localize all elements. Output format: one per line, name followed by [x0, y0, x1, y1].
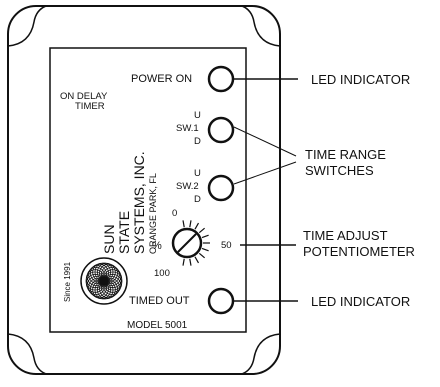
callout-time-adjust-1: TIME ADJUST	[303, 228, 388, 243]
sw2-up-label: U	[194, 168, 201, 179]
brand-line-2: STATE	[116, 211, 132, 254]
timed-out-led	[207, 287, 235, 315]
power-led	[207, 65, 235, 93]
sw2-label: SW.2	[176, 181, 199, 192]
since-label: Since 1991	[63, 261, 72, 302]
timer-label: TIMER	[75, 101, 105, 112]
power-on-label: POWER ON	[131, 73, 192, 85]
callout-led-indicator-top: LED INDICATOR	[311, 72, 410, 87]
pot-tick	[194, 256, 200, 264]
pot-tick	[201, 247, 209, 252]
sw1-down-label: D	[194, 136, 201, 147]
pot-fifty-label: 50	[221, 240, 232, 251]
sw1-up-label: U	[194, 110, 201, 121]
brand-line-1: SUN	[101, 224, 117, 254]
pot-percent-label: %	[152, 240, 162, 252]
corner-tab-top-right	[241, 5, 281, 47]
pot-hundred-label: 100	[154, 268, 170, 279]
brand-line-3: SYSTEMS, INC.	[131, 151, 147, 254]
pot-tick	[198, 252, 206, 259]
housing-outline	[7, 5, 281, 375]
sw1-switch	[207, 116, 235, 144]
callout-line-sw2	[233, 161, 297, 185]
pot-tick	[194, 222, 200, 230]
callout-led-indicator-bottom: LED INDICATOR	[311, 294, 410, 309]
sw2-switch	[207, 174, 235, 202]
pot-tick	[182, 258, 185, 266]
callout-time-adjust-2: POTENTIOMETER	[303, 244, 415, 259]
since-block: Since 1991	[63, 261, 72, 302]
sw1-label: SW.1	[176, 123, 199, 134]
pot-tick	[189, 258, 192, 266]
callout-line-sw1	[233, 126, 297, 157]
corner-tab-bottom-left	[7, 333, 47, 375]
corner-tab-bottom-right	[241, 333, 281, 375]
sw2-down-label: D	[194, 194, 201, 205]
pot-tick	[201, 234, 209, 239]
face-plate	[49, 47, 247, 333]
speaker-grille	[80, 257, 128, 305]
brand-line-4: ORANGE PARK, FL	[148, 173, 158, 254]
pot-zero-label: 0	[172, 208, 177, 219]
callout-time-range-2: SWITCHES	[305, 163, 374, 178]
brand-block: SUN STATE SYSTEMS, INC. ORANGE PARK, FL	[101, 151, 158, 254]
on-delay-label: ON DELAY	[60, 91, 108, 102]
model-label: MODEL 5001	[127, 320, 188, 331]
rosette-ring	[100, 265, 120, 285]
speaker-rosette	[85, 262, 123, 300]
rosette-center	[99, 276, 109, 286]
pot-tick	[189, 220, 192, 228]
pot-tick	[198, 227, 206, 234]
pot-ticks	[182, 220, 210, 266]
callout-time-range-1: TIME RANGE	[305, 147, 386, 162]
timed-out-label: TIMED OUT	[129, 295, 190, 307]
pot-tick	[182, 220, 185, 228]
corner-tab-top-left	[7, 5, 47, 47]
pot-knob-indicator	[177, 233, 197, 253]
